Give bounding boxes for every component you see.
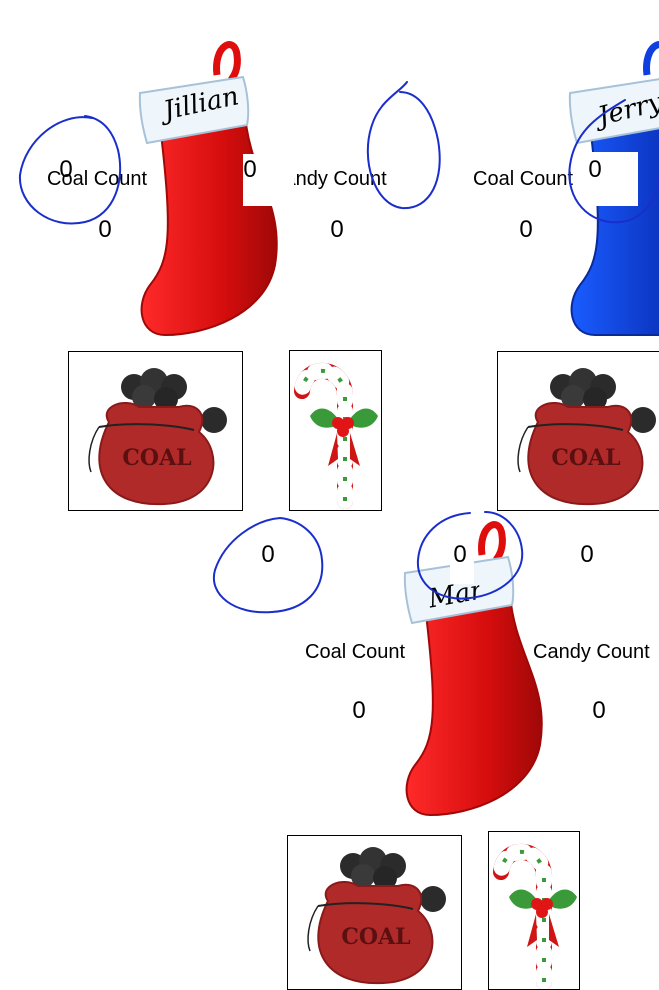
coal-bag-image-2[interactable]: COAL	[497, 351, 659, 511]
candy-input-box-jillian[interactable]	[243, 154, 283, 206]
coal-input-jillian[interactable]: 0	[59, 156, 73, 183]
coal-bag-image-1[interactable]: COAL	[68, 351, 243, 511]
coal-bag-text-3: COAL	[341, 924, 410, 950]
coal-count-value-marvin: 0	[352, 697, 366, 724]
coal-count-value-jerry: 0	[519, 216, 533, 243]
coal-count-label-jerry: Coal Count	[473, 168, 574, 190]
coal-count-label-marvin: Coal Count	[305, 641, 406, 663]
candy-cane-image-2[interactable]	[488, 831, 580, 990]
coal-input-marvin[interactable]: 0	[453, 541, 467, 568]
coal-lumps	[121, 368, 187, 411]
candy-input-jillian[interactable]: 0	[243, 156, 257, 183]
candy-count-value-marvin: 0	[592, 697, 606, 724]
extra-input-marvin[interactable]: 0	[261, 541, 275, 568]
coal-bag-text-2: COAL	[551, 445, 620, 471]
coal-input-jerry[interactable]: 0	[588, 156, 602, 183]
coal-bag-image-3[interactable]: COAL	[287, 835, 462, 990]
candy-input-marvin[interactable]: 0	[580, 541, 594, 568]
candy-count-label-marvin: Candy Count	[533, 641, 650, 663]
coal-count-value-jillian: 0	[98, 216, 112, 243]
candy-cane-image-1[interactable]	[289, 350, 382, 511]
candy-count-label-jillian: Candy Count	[270, 168, 387, 190]
coal-bag-text-1: COAL	[122, 445, 191, 471]
candy-count-value-jillian: 0	[330, 216, 344, 243]
stocking-jillian: Jillian	[135, 35, 285, 345]
